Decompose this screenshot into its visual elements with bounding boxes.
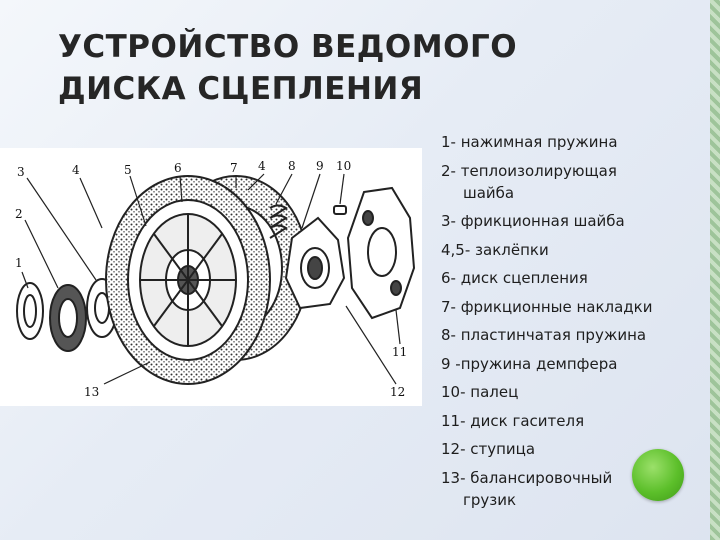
- legend-item: 8- пластинчатая пружина: [441, 326, 647, 344]
- legend-item: 3- фрикционная шайба: [441, 212, 625, 230]
- legend-item: 1- нажимная пружина: [441, 133, 618, 151]
- legend-item: 6- диск сцепления: [441, 269, 588, 287]
- callout-5: 5: [124, 163, 132, 177]
- callout-11: 11: [392, 345, 407, 359]
- part-pin: [333, 205, 347, 215]
- callout-3: 3: [17, 165, 25, 179]
- legend-item: 11- диск гасителя: [441, 411, 585, 430]
- slide-title: УСТРОЙСТВО ВЕДОМОГО ДИСКА СЦЕПЛЕНИЯ: [58, 26, 618, 110]
- next-slide-button[interactable]: [632, 449, 684, 501]
- callout-9: 9: [316, 159, 324, 173]
- part-insulating-washer: [49, 284, 87, 352]
- legend-item: 4,5- заклёпки: [441, 240, 549, 259]
- callout-13: 13: [84, 385, 99, 399]
- callout-1: 1: [15, 256, 23, 270]
- part-pressure-spring: [16, 282, 44, 340]
- callout-12: 12: [390, 385, 405, 399]
- callout-4: 4: [72, 163, 80, 177]
- decorative-stripe: [710, 0, 720, 540]
- part-plate-spring: [269, 204, 288, 239]
- legend-item: 12- ступица: [441, 440, 536, 458]
- callout-7: 7: [230, 161, 238, 175]
- legend-item: 9 -пружина демпфера: [441, 354, 618, 373]
- callout-10: 10: [336, 159, 351, 173]
- title-line-1: УСТРОЙСТВО ВЕДОМОГО: [58, 29, 518, 65]
- callout-8: 8: [288, 159, 296, 173]
- callout-6: 6: [174, 161, 182, 175]
- legend-item: 7- фрикционные накладки: [441, 297, 653, 316]
- part-clutch-disc: [105, 175, 271, 385]
- part-hub: [284, 216, 346, 310]
- legend-item: 10- палец: [441, 383, 519, 401]
- callout-4b: 4: [258, 159, 266, 173]
- callout-2: 2: [15, 207, 23, 221]
- clutch-disc-diagram: 3 2 1 4 5 6 7 4 8 9 10 11 12 13: [0, 148, 422, 406]
- part-damper-disc: [346, 186, 416, 320]
- title-line-2: ДИСКА СЦЕПЛЕНИЯ: [58, 71, 424, 107]
